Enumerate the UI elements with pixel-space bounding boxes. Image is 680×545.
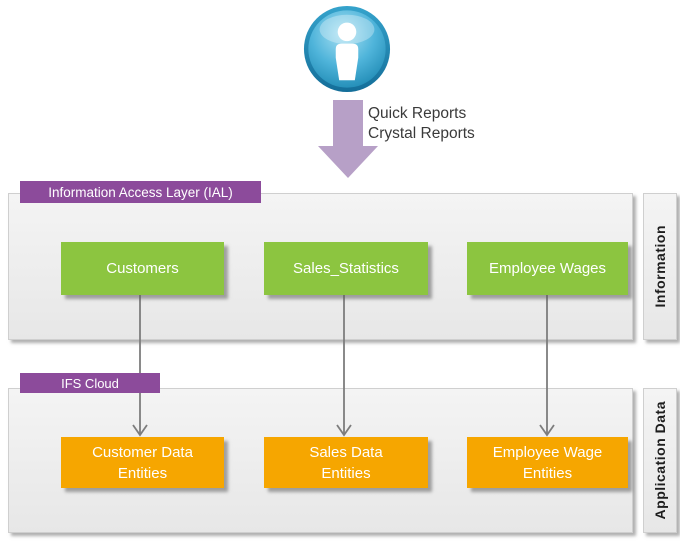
application-data-side-panel: Application Data — [643, 388, 677, 533]
cloud-box-customer-data-entities: Customer Data Entities — [61, 437, 224, 488]
ial-box-employee-wages: Employee Wages — [467, 242, 628, 295]
cloud-box-employee-wage-entities: Employee Wage Entities — [467, 437, 628, 488]
ial-box-customers: Customers — [61, 242, 224, 295]
connector-employee-arrow — [539, 294, 555, 437]
ifs-cloud-tab: IFS Cloud — [20, 373, 160, 393]
reports-caption: Quick Reports Crystal Reports — [368, 104, 508, 144]
ial-box-sales-statistics: Sales_Statistics — [264, 242, 428, 295]
reports-caption-line2: Crystal Reports — [368, 125, 475, 142]
down-arrow-icon — [318, 100, 378, 178]
information-side-label: Information — [652, 225, 668, 308]
cloud-box-sales-data-entities: Sales Data Entities — [264, 437, 428, 488]
connector-sales-arrow — [336, 294, 352, 437]
ial-layer-tab: Information Access Layer (IAL) — [20, 181, 261, 203]
connector-customers-arrow — [132, 294, 148, 437]
reports-caption-line1: Quick Reports — [368, 105, 467, 122]
information-side-panel: Information — [643, 193, 677, 340]
person-icon — [303, 5, 391, 93]
application-data-side-label: Application Data — [652, 401, 668, 520]
